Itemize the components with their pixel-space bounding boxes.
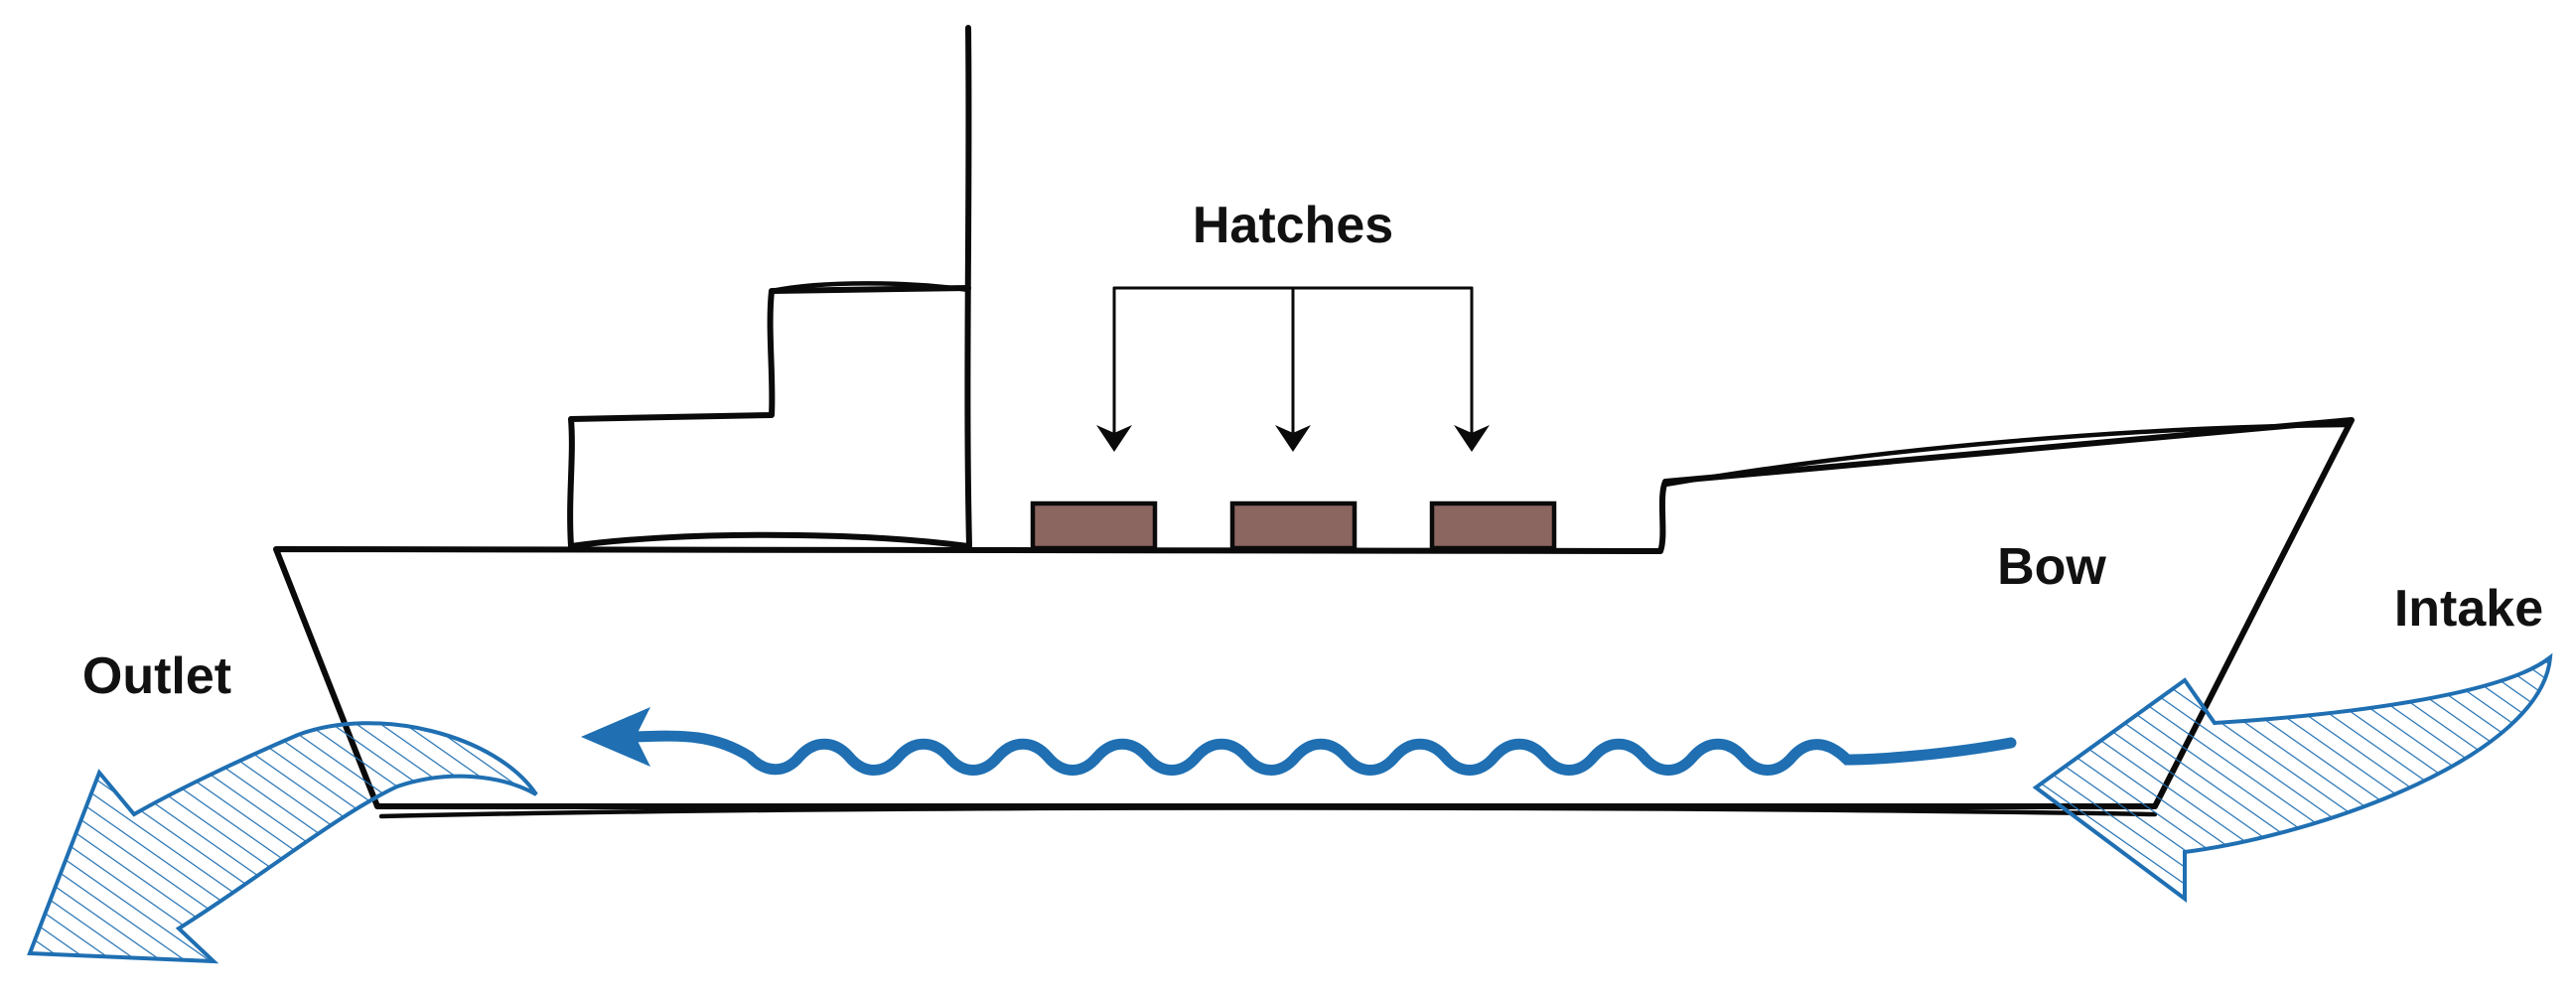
hatch-cover [1429,500,1557,551]
hatch-cover [1030,500,1158,551]
ballast-flow [581,707,2017,776]
intake-label: Intake [2394,580,2543,638]
intake-arrow [2032,652,2553,903]
arrow-head [1096,425,1132,452]
outlet-label: Outlet [82,647,231,705]
hatch-covers [1030,500,1557,551]
outlet-arrow [27,721,538,964]
flow-arrow-head [581,707,650,767]
hatches-callout [1096,286,1490,452]
hull [273,417,2355,819]
arrow-head [1454,425,1490,452]
superstructure [567,281,971,549]
hatches-label: Hatches [1193,197,1393,254]
hatch-cover [1229,500,1358,551]
bow-label: Bow [1997,538,2106,596]
arrow-head [1275,425,1311,452]
